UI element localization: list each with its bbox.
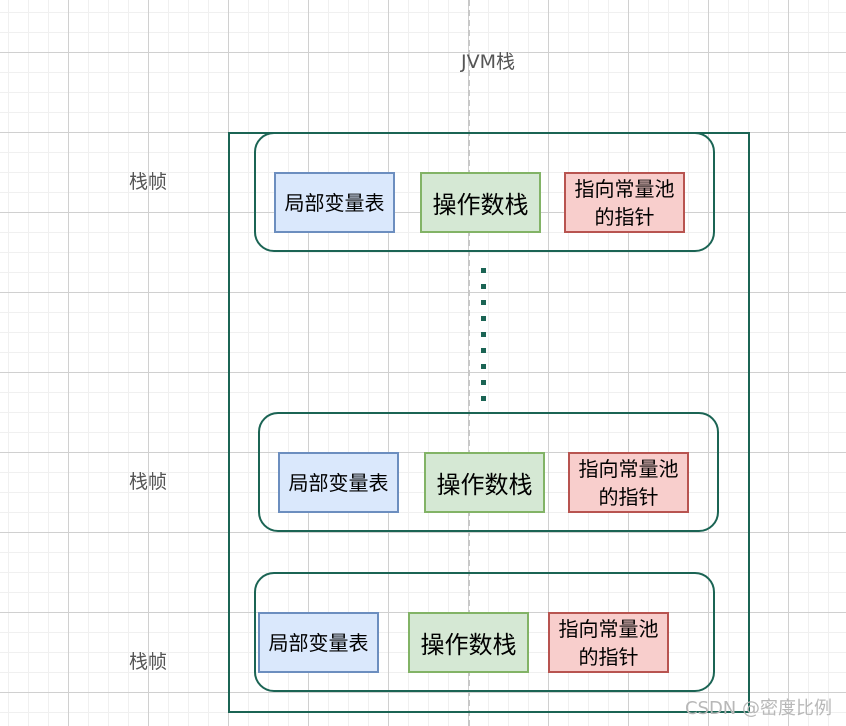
ellipsis-dot [481, 396, 486, 401]
stack-frame-label-2: 栈帧 [128, 471, 167, 493]
ellipsis-dot [481, 332, 486, 337]
ellipsis-dot [481, 364, 486, 369]
operand-stack-label: 操作数栈 [436, 471, 533, 499]
constant-pool-pointer-label: 指向常量池的指针 [578, 456, 679, 509]
stack-frame-1[interactable] [254, 132, 715, 252]
operand-stack-label: 操作数栈 [432, 191, 529, 219]
constant-pool-pointer-label: 指向常量池的指针 [574, 176, 675, 229]
constant-pool-pointer-label: 指向常量池的指针 [558, 616, 659, 669]
local-variable-table-label: 局部变量表 [288, 470, 389, 495]
local-variable-table-1[interactable]: 局部变量表 [274, 172, 395, 233]
watermark: CSDN @密度比例 [684, 698, 832, 719]
stack-frame-label-1: 栈帧 [128, 171, 167, 193]
local-variable-table-label: 局部变量表 [268, 630, 369, 655]
stack-frame-label-3: 栈帧 [128, 651, 167, 673]
stack-frame-3[interactable] [254, 572, 715, 692]
ellipsis-dot [481, 268, 486, 273]
operand-stack-1[interactable]: 操作数栈 [420, 172, 541, 233]
local-variable-table-label: 局部变量表 [284, 190, 385, 215]
constant-pool-pointer-1[interactable]: 指向常量池的指针 [564, 172, 685, 233]
ellipsis-dot [481, 316, 486, 321]
ellipsis-dot [481, 380, 486, 385]
operand-stack-3[interactable]: 操作数栈 [408, 612, 529, 673]
local-variable-table-3[interactable]: 局部变量表 [258, 612, 379, 673]
ellipsis-dot [481, 300, 486, 305]
local-variable-table-2[interactable]: 局部变量表 [278, 452, 399, 513]
operand-stack-label: 操作数栈 [420, 631, 517, 659]
ellipsis-dot [481, 284, 486, 289]
center-guide-line [468, 0, 470, 726]
constant-pool-pointer-3[interactable]: 指向常量池的指针 [548, 612, 669, 673]
ellipsis-dot [481, 348, 486, 353]
constant-pool-pointer-2[interactable]: 指向常量池的指针 [568, 452, 689, 513]
jvm-stack-title: JVM栈 [461, 51, 515, 73]
stack-frame-2[interactable] [258, 412, 719, 532]
operand-stack-2[interactable]: 操作数栈 [424, 452, 545, 513]
